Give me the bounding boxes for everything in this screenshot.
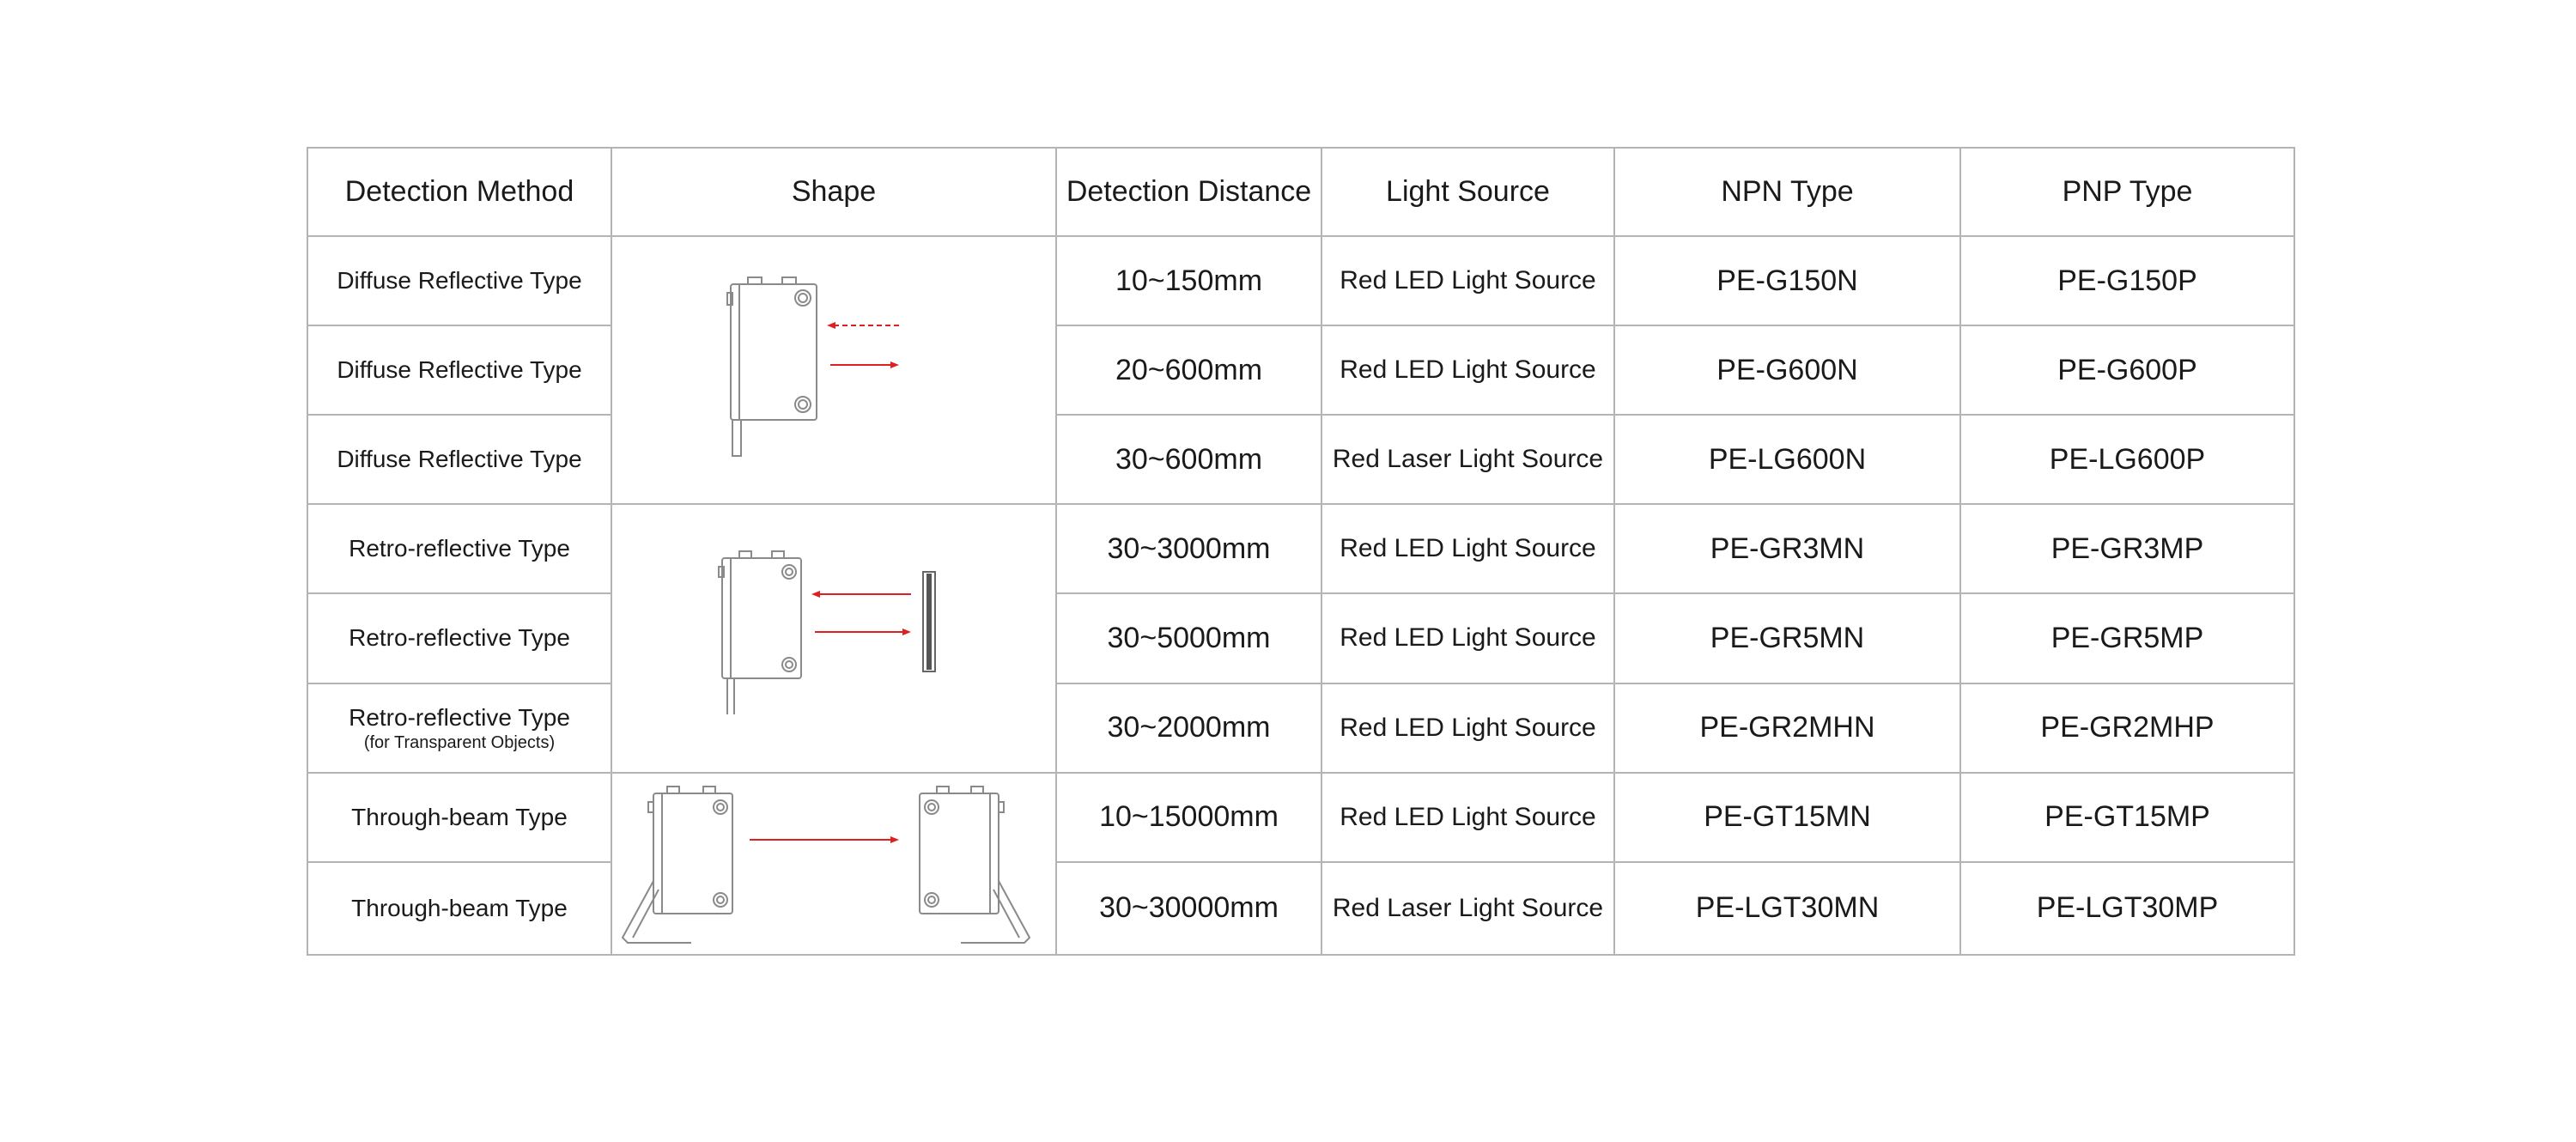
header-detection-method: Detection Method <box>307 147 612 237</box>
header-pnp-type: PNP Type <box>1959 147 2295 237</box>
table-row: Diffuse Reflective Type 20~600mm Red LED… <box>307 325 2295 416</box>
pnp-model-cell: PE-GR3MP <box>1959 503 2295 595</box>
through-beam-sensor-icon <box>621 785 1031 944</box>
detection-method-cell: Diffuse Reflective Type <box>307 325 612 416</box>
method-label: Retro-reflective Type <box>349 535 570 562</box>
shape-cell-through-beam <box>611 771 1057 957</box>
method-note: (for Transparent Objects) <box>363 732 556 752</box>
pnp-model-cell: PE-LG600P <box>1959 414 2295 506</box>
light-source-cell: Red LED Light Source <box>1321 503 1615 595</box>
method-label: Through-beam Type <box>351 894 568 921</box>
detection-distance-cell: 30~30000mm <box>1055 860 1322 957</box>
light-source-cell: Red LED Light Source <box>1321 234 1615 327</box>
diffuse-reflective-sensor-icon <box>726 276 899 458</box>
detection-distance-cell: 20~600mm <box>1055 325 1322 416</box>
retro-reflective-sensor-icon <box>718 550 936 715</box>
pnp-model-cell: PE-GR2MHP <box>1959 682 2295 774</box>
detection-distance-cell: 10~15000mm <box>1055 771 1322 863</box>
detection-distance-cell: 30~600mm <box>1055 414 1322 506</box>
npn-model-cell: PE-GT15MN <box>1613 771 1961 863</box>
shape-cell-retro <box>611 503 1057 774</box>
header-row: Detection Method Shape Detection Distanc… <box>307 147 2295 237</box>
detection-method-cell: Retro-reflective Type (for Transparent O… <box>307 682 612 774</box>
light-source-cell: Red Laser Light Source <box>1321 860 1615 957</box>
table-row: Through-beam Type 30~30000mm Red Laser L… <box>307 860 2295 957</box>
detection-method-cell: Through-beam Type <box>307 860 612 957</box>
header-shape: Shape <box>611 147 1057 237</box>
detection-method-cell: Diffuse Reflective Type <box>307 414 612 506</box>
detection-distance-cell: 30~2000mm <box>1055 682 1322 774</box>
light-source-cell: Red LED Light Source <box>1321 592 1615 684</box>
table-row: Retro-reflective Type (for Transparent O… <box>307 682 2295 774</box>
method-label: Retro-reflective Type <box>349 624 570 652</box>
light-source-cell: Red LED Light Source <box>1321 325 1615 416</box>
table-row: Retro-reflective Type <box>307 503 2295 774</box>
table-row: Diffuse Reflective Type <box>307 234 2295 506</box>
header-npn-type: NPN Type <box>1613 147 1961 237</box>
npn-model-cell: PE-LG600N <box>1613 414 1961 506</box>
spec-table: Detection Method Shape Detection Distanc… <box>307 147 2295 957</box>
light-source-cell: Red LED Light Source <box>1321 682 1615 774</box>
detection-method-cell: Diffuse Reflective Type <box>307 234 612 327</box>
table-row: Retro-reflective Type 30~5000mm Red LED … <box>307 592 2295 684</box>
pnp-model-cell: PE-LGT30MP <box>1959 860 2295 957</box>
pnp-model-cell: PE-GT15MP <box>1959 771 2295 863</box>
npn-model-cell: PE-G600N <box>1613 325 1961 416</box>
pnp-model-cell: PE-G600P <box>1959 325 2295 416</box>
detection-method-cell: Retro-reflective Type <box>307 503 612 595</box>
npn-model-cell: PE-GR2MHN <box>1613 682 1961 774</box>
header-light-source: Light Source <box>1321 147 1615 237</box>
method-label: Retro-reflective Type <box>349 703 570 731</box>
header-detection-distance: Detection Distance <box>1055 147 1322 237</box>
detection-distance-cell: 10~150mm <box>1055 234 1322 327</box>
light-source-cell: Red Laser Light Source <box>1321 414 1615 506</box>
method-label: Diffuse Reflective Type <box>337 267 582 295</box>
pnp-model-cell: PE-G150P <box>1959 234 2295 327</box>
method-label: Diffuse Reflective Type <box>337 446 582 473</box>
shape-cell-diffuse <box>611 234 1057 506</box>
detection-distance-cell: 30~5000mm <box>1055 592 1322 684</box>
detection-distance-cell: 30~3000mm <box>1055 503 1322 595</box>
npn-model-cell: PE-G150N <box>1613 234 1961 327</box>
detection-method-cell: Through-beam Type <box>307 771 612 863</box>
pnp-model-cell: PE-GR5MP <box>1959 592 2295 684</box>
npn-model-cell: PE-GR3MN <box>1613 503 1961 595</box>
npn-model-cell: PE-GR5MN <box>1613 592 1961 684</box>
light-source-cell: Red LED Light Source <box>1321 771 1615 863</box>
detection-method-cell: Retro-reflective Type <box>307 592 612 684</box>
method-label: Through-beam Type <box>351 803 568 830</box>
table-row: Through-beam Type <box>307 771 2295 957</box>
table-row: Diffuse Reflective Type 30~600mm Red Las… <box>307 414 2295 506</box>
method-label: Diffuse Reflective Type <box>337 356 582 384</box>
npn-model-cell: PE-LGT30MN <box>1613 860 1961 957</box>
